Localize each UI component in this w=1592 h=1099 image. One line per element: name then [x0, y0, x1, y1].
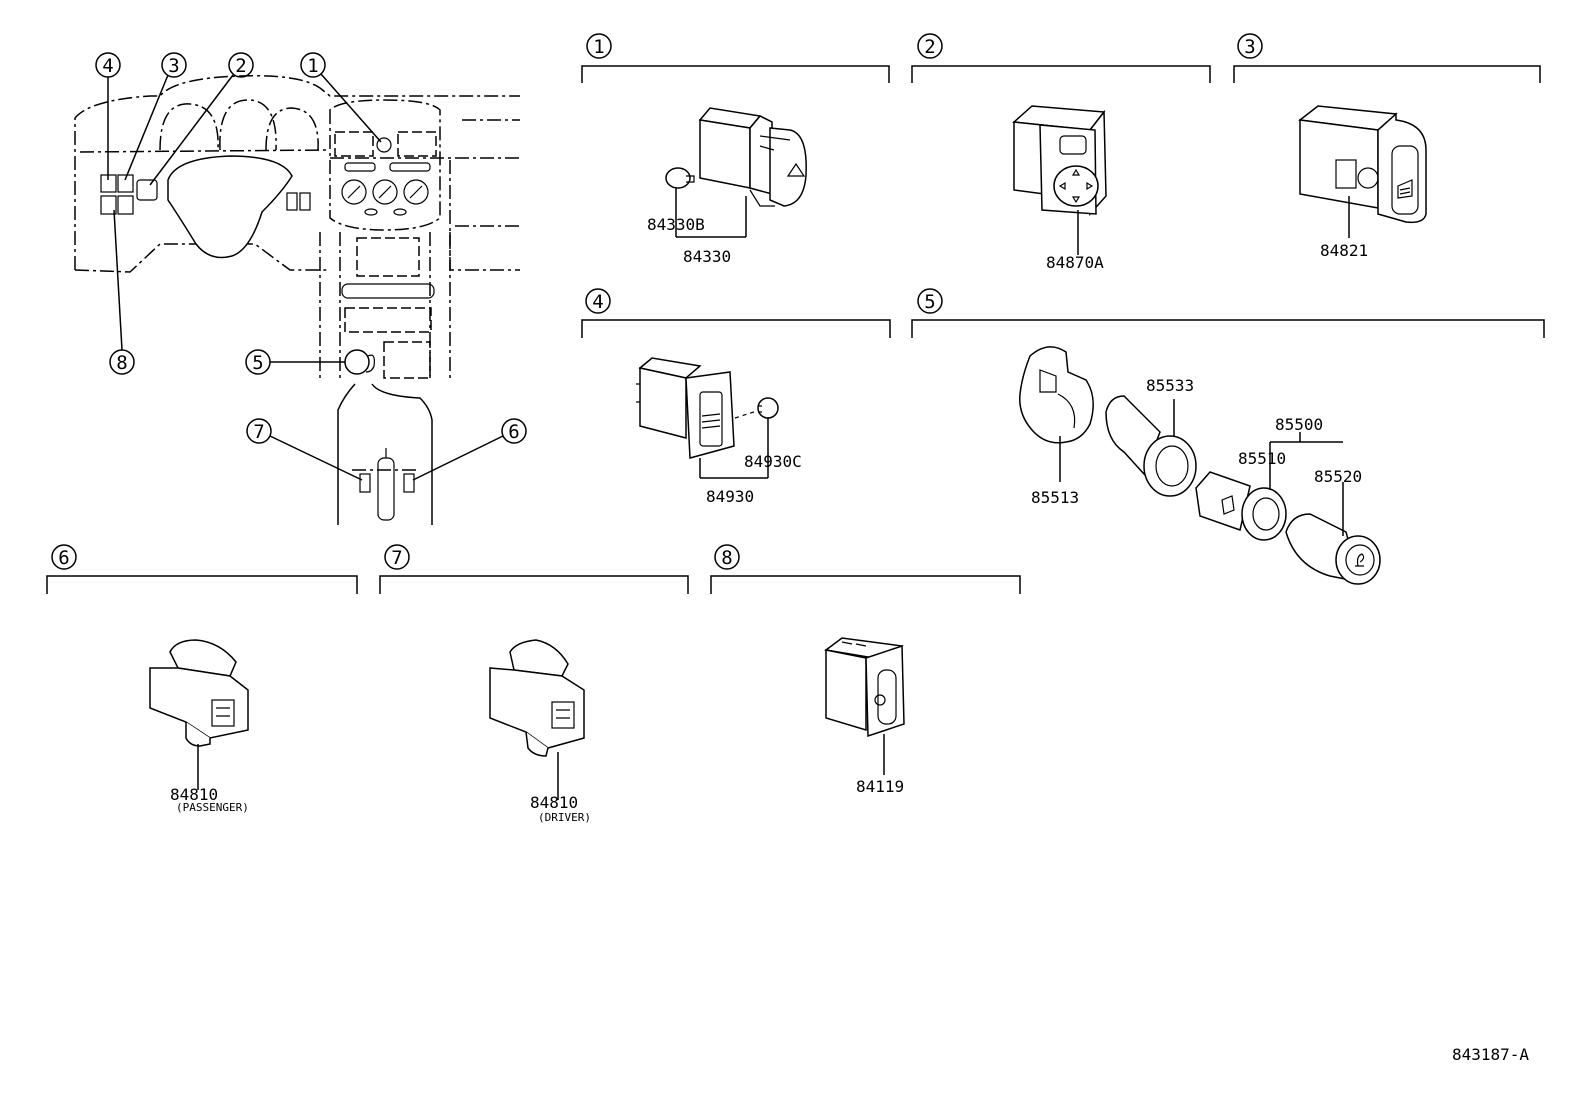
part-number-85533: 85533 — [1146, 376, 1194, 395]
section-8: 8 84119 — [710, 544, 1021, 796]
note-driver: (DRIVER) — [538, 811, 591, 824]
section-6-number: 6 — [58, 547, 69, 569]
part-number-84810-driver: 84810 — [530, 793, 578, 812]
callout-5: 5 — [252, 352, 263, 374]
part-number-84930C: 84930C — [744, 452, 802, 471]
part-number-84119: 84119 — [856, 777, 904, 796]
callout-8: 8 — [116, 352, 127, 374]
section-2-number: 2 — [924, 36, 935, 58]
part-number-85513: 85513 — [1031, 488, 1079, 507]
callout-7: 7 — [253, 421, 264, 443]
section-5: 5 85513 85533 85510 85520 85500 — [911, 288, 1545, 585]
callout-4: 4 — [102, 55, 113, 77]
section-7: 7 84810 (DRIVER) — [379, 544, 689, 824]
part-number-85500: 85500 — [1275, 415, 1323, 434]
diagram-id: 843187-A — [1452, 1045, 1529, 1064]
overview-callouts: 4 3 2 1 8 5 7 6 — [95, 52, 527, 481]
part-number-84810-passenger: 84810 — [170, 785, 218, 804]
section-8-number: 8 — [721, 547, 732, 569]
part-number-84330: 84330 — [683, 247, 731, 266]
note-passenger: (PASSENGER) — [176, 801, 249, 814]
part-number-84870A: 84870A — [1046, 253, 1104, 272]
callout-6: 6 — [508, 421, 519, 443]
section-2: 2 84870A — [911, 33, 1211, 272]
section-1: 1 84330B 84330 — [581, 33, 890, 266]
dashboard-overview — [74, 75, 520, 525]
callout-1: 1 — [307, 55, 318, 77]
part-number-84821: 84821 — [1320, 241, 1368, 260]
callout-2: 2 — [235, 55, 246, 77]
part-number-84930: 84930 — [706, 487, 754, 506]
part-number-84330B: 84330B — [647, 215, 705, 234]
section-5-number: 5 — [924, 291, 935, 313]
callout-3: 3 — [168, 55, 179, 77]
part-number-85520: 85520 — [1314, 467, 1362, 486]
section-6: 6 84810 (PASSENGER) — [46, 544, 358, 814]
section-3-number: 3 — [1244, 36, 1255, 58]
section-3: 3 84821 — [1233, 33, 1541, 260]
section-4: 4 84930C 84930 — [581, 288, 891, 506]
section-1-number: 1 — [593, 36, 604, 58]
part-number-85510: 85510 — [1238, 449, 1286, 468]
section-7-number: 7 — [391, 547, 402, 569]
section-4-number: 4 — [592, 291, 603, 313]
